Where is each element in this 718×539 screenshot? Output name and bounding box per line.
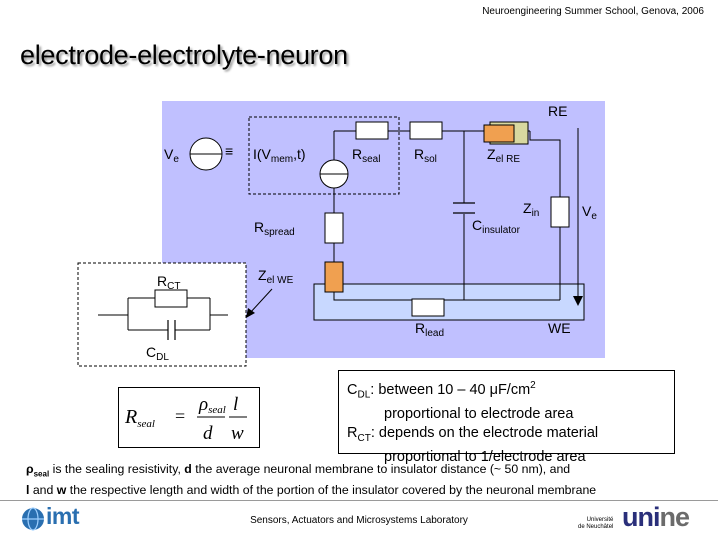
formula-box: Rseal = ρseal d l w (118, 387, 260, 448)
formula-eq: = (175, 406, 185, 426)
formula-lhs: Rseal (124, 406, 155, 430)
label-r-sol: Rsol (414, 146, 437, 165)
formula-den2: w (231, 423, 244, 444)
footer-lab-name: Sensors, Actuators and Microsystems Labo… (250, 515, 468, 526)
label-equiv: ≡ (225, 143, 233, 159)
pointer-arrowhead (246, 308, 255, 318)
unine-logo-part1: uni (622, 502, 660, 532)
label-ve-left: Ve (164, 146, 179, 165)
label-c-dl: CDL (146, 344, 169, 363)
c-insulator-capacitor (453, 202, 475, 214)
label-i-source: I(Vmem,t) (253, 146, 306, 165)
info-cdl-line: CDL: between 10 – 40 μF/cm2 (347, 380, 536, 401)
imt-logo-text: imt (46, 503, 80, 529)
label-z-el-we: Zel WE (258, 267, 294, 286)
footnote-line2: l and w the respective length and width … (26, 483, 597, 498)
rseal-formula: Rseal = ρseal d l w (124, 394, 247, 444)
r-spread-resistor (324, 212, 344, 244)
formula-den1: d (203, 423, 213, 444)
header-note: Neuroengineering Summer School, Genova, … (482, 6, 704, 17)
label-z-in: Zin (523, 200, 539, 219)
c-dl-capacitor (167, 320, 176, 340)
info-rct-detail: proportional to 1/electrode area (384, 448, 586, 465)
label-r-seal: Rseal (352, 146, 380, 165)
label-re: RE (548, 103, 567, 119)
info-box: CDL: between 10 – 40 μF/cm2 proportional… (338, 370, 675, 465)
label-r-lead: Rlead (415, 320, 444, 339)
z-in-impedance (550, 196, 570, 228)
r-sol-resistor (409, 121, 443, 140)
slide-title: electrode-electrolyte-neuron (20, 40, 348, 70)
neuron-seal-box (248, 116, 400, 195)
r-ct-resistor (154, 289, 188, 308)
footnote: ρseal is the sealing resistivity, d the … (26, 461, 596, 498)
footnote-line1: ρseal is the sealing resistivity, d the … (26, 462, 571, 479)
unine-logo-part2: ne (659, 502, 690, 532)
label-we: WE (548, 320, 571, 336)
formula-num2: l (233, 394, 238, 415)
z-el-we-impedance (324, 261, 344, 293)
label-z-el-re: Zel RE (487, 146, 520, 165)
unine-small-line2: de Neuchâtel (578, 524, 614, 530)
unine-small-line1: Université (586, 517, 614, 523)
info-cdl-detail: proportional to electrode area (384, 405, 574, 422)
formula-num1: ρseal (198, 394, 226, 416)
ve-right-arrowhead (573, 296, 583, 306)
label-r-ct: RCT (157, 273, 180, 292)
info-rct-line: RCT: depends on the electrode material (347, 424, 599, 444)
r-lead-resistor (411, 298, 445, 317)
label-ve-right: Ve (582, 203, 597, 222)
label-c-insulator: Cinsulator (472, 217, 521, 236)
we-electrode-plate (313, 283, 585, 321)
r-seal-resistor (355, 121, 389, 140)
unine-logo: unine (622, 502, 690, 533)
z-el-re-impedance (483, 124, 515, 143)
unine-small-text: Université de Neuchâtel (578, 517, 613, 531)
label-r-spread: Rspread (254, 219, 295, 238)
pointer-arrow (249, 288, 273, 314)
imt-globe-icon (22, 507, 44, 531)
footer-divider (0, 500, 718, 501)
